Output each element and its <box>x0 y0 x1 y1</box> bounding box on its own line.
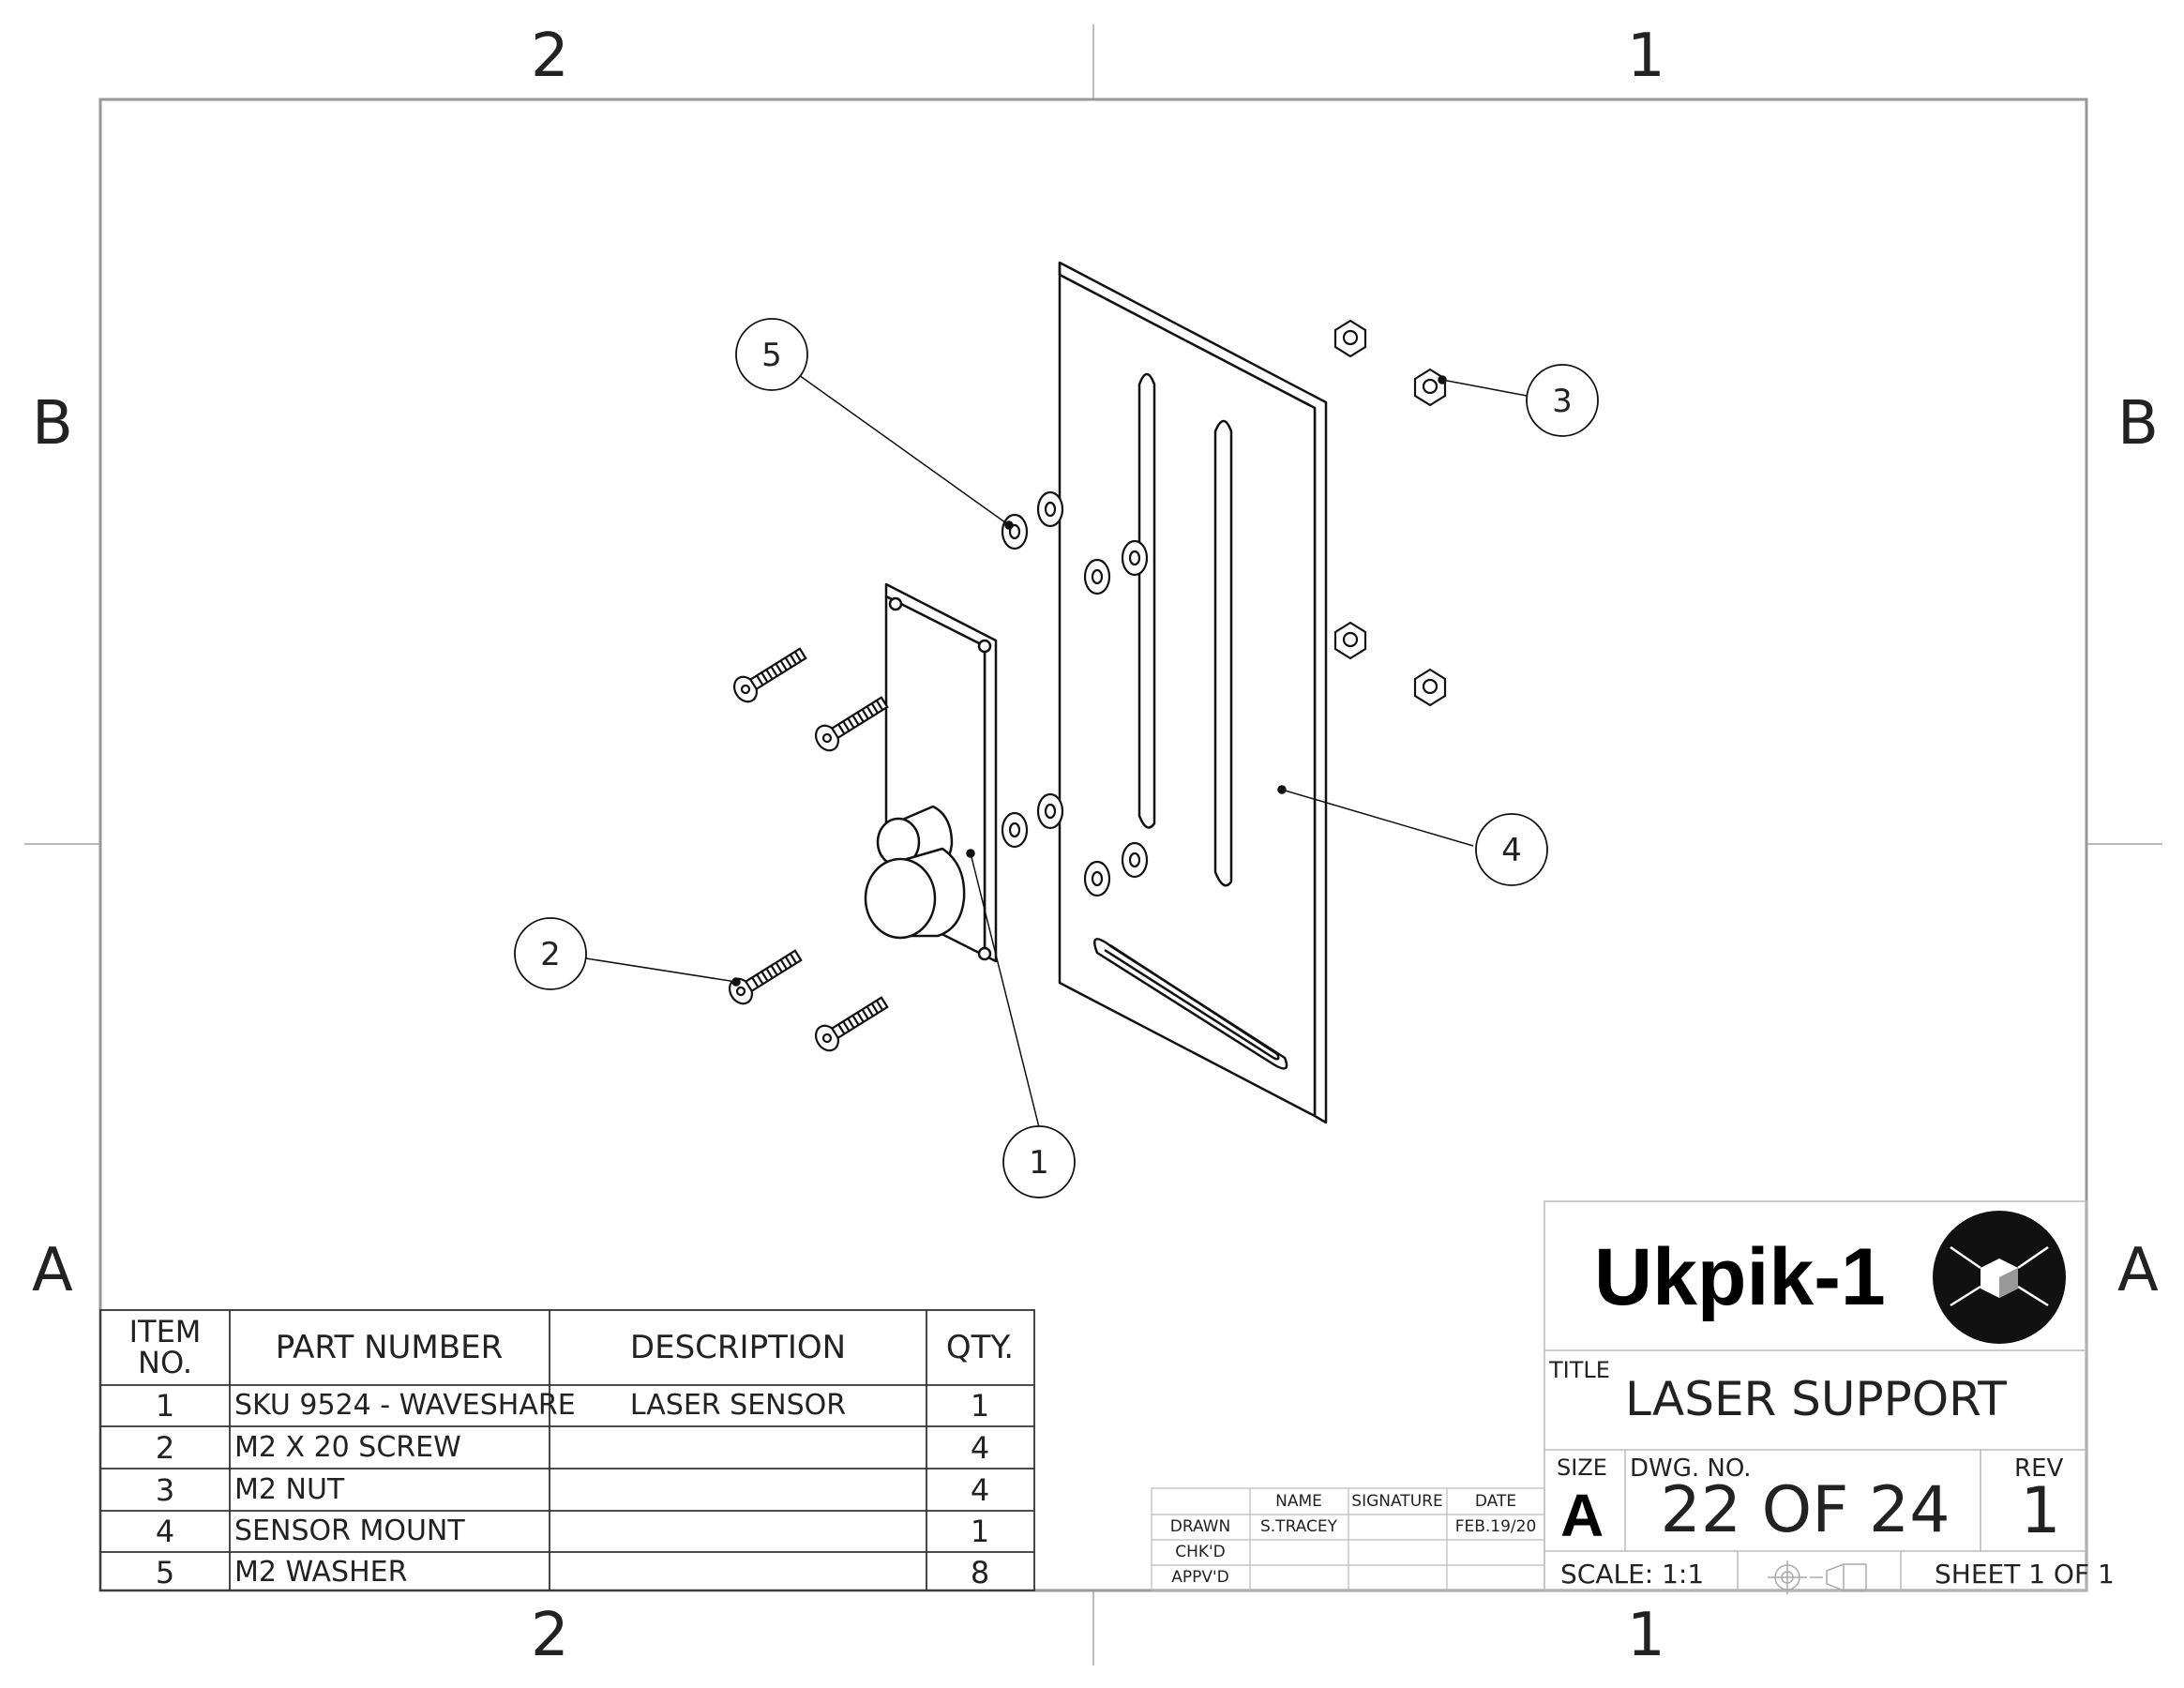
bom-row-3-item: 3 <box>155 1472 175 1508</box>
bom-row-2-part: M2 X 20 SCREW <box>234 1431 461 1464</box>
bom-row-1-desc: LASER SENSOR <box>629 1389 847 1422</box>
signoff-header-date: DATE <box>1474 1492 1517 1511</box>
bom-row-1-qty: 1 <box>970 1388 990 1424</box>
balloon-2: 2 <box>540 936 561 973</box>
scale: SCALE: 1:1 <box>1560 1559 1705 1590</box>
balloon-1-circle <box>1002 1125 1076 1198</box>
zone-label-right-a: A <box>2117 1236 2159 1305</box>
bom-row-1-item: 1 <box>155 1388 175 1424</box>
signoff-drawn-label: DRAWN <box>1169 1517 1231 1536</box>
zone-label-top-2: 2 <box>531 22 569 91</box>
zone-label-left-a: A <box>32 1236 73 1305</box>
balloon-3: 3 <box>1552 383 1573 420</box>
title-label: TITLE <box>1549 1357 1610 1383</box>
rev-label: REV <box>2014 1454 2064 1483</box>
bom-row-1-part: SKU 9524 - WAVESHARE <box>234 1389 576 1422</box>
bom-header-description: DESCRIPTION <box>629 1329 847 1366</box>
balloon-3-circle <box>1526 364 1599 437</box>
signoff-checked-label: CHK'D <box>1175 1543 1226 1561</box>
sheet-number: SHEET 1 OF 1 <box>1935 1559 2115 1590</box>
zone-ticks <box>24 24 2162 1665</box>
signoff-drawn-date: FEB.19/20 <box>1454 1517 1537 1536</box>
bom-header-part-number: PART NUMBER <box>275 1329 504 1366</box>
projection-symbol-icon <box>1768 1560 1867 1594</box>
signoff-approved-label: APPV'D <box>1171 1568 1229 1587</box>
bom-row-5-part: M2 WASHER <box>234 1556 408 1589</box>
nuts <box>1333 319 1447 707</box>
bom-row-2-qty: 4 <box>970 1430 990 1466</box>
bom-header-item-no-2: NO. <box>138 1345 192 1380</box>
screws <box>728 647 889 1052</box>
revision: 1 <box>2020 1474 2061 1548</box>
washers <box>1001 490 1149 897</box>
signoff-drawn-name: S.TRACEY <box>1259 1517 1338 1536</box>
zone-label-bottom-1: 1 <box>1627 1601 1665 1670</box>
zone-label-left-b: B <box>32 389 73 459</box>
bom-table-grid <box>99 1309 1035 1591</box>
drawing-border <box>98 98 2088 1592</box>
balloon-4-circle <box>1475 813 1548 886</box>
balloon-5-circle <box>735 318 808 391</box>
balloon-4: 4 <box>1501 832 1522 869</box>
signoff-header-signature: SIGNATURE <box>1351 1492 1443 1511</box>
title-block-grid <box>1544 1200 2087 1591</box>
size-label: SIZE <box>1557 1454 1607 1481</box>
company-name: Ukpik-1 <box>1594 1232 1886 1322</box>
balloon-2-circle <box>514 917 587 990</box>
zone-label-right-b: B <box>2117 389 2159 459</box>
dwg-no-label: DWG. NO. <box>1630 1454 1752 1483</box>
sensor-mount-plate <box>1058 261 1328 1124</box>
bom-header-item-no-1: ITEM <box>128 1314 202 1349</box>
balloon-5: 5 <box>761 337 782 374</box>
signoff-header-name: NAME <box>1275 1492 1322 1511</box>
balloon-1: 1 <box>1029 1144 1049 1182</box>
laser-sensor <box>864 582 998 963</box>
bom-row-4-qty: 1 <box>970 1514 990 1549</box>
drawing-title: LASER SUPPORT <box>1625 1372 2007 1426</box>
zone-label-bottom-2: 2 <box>531 1601 569 1670</box>
balloons <box>514 318 1599 1198</box>
bom-row-5-item: 5 <box>155 1555 175 1590</box>
bom-row-3-part: M2 NUT <box>234 1473 345 1506</box>
bom-header-qty: QTY. <box>945 1329 1015 1366</box>
bom-row-3-qty: 4 <box>970 1472 990 1508</box>
sheet-size: A <box>1560 1482 1604 1549</box>
zone-label-top-1: 1 <box>1627 22 1665 91</box>
bom-row-4-part: SENSOR MOUNT <box>234 1515 465 1547</box>
bom-row-4-item: 4 <box>155 1514 175 1549</box>
company-logo <box>1933 1211 2066 1344</box>
bom-row-5-qty: 8 <box>970 1555 990 1590</box>
bom-row-2-item: 2 <box>155 1430 175 1466</box>
drawing-number: 22 OF 24 <box>1660 1473 1951 1547</box>
balloon-leaders <box>585 374 1528 1128</box>
